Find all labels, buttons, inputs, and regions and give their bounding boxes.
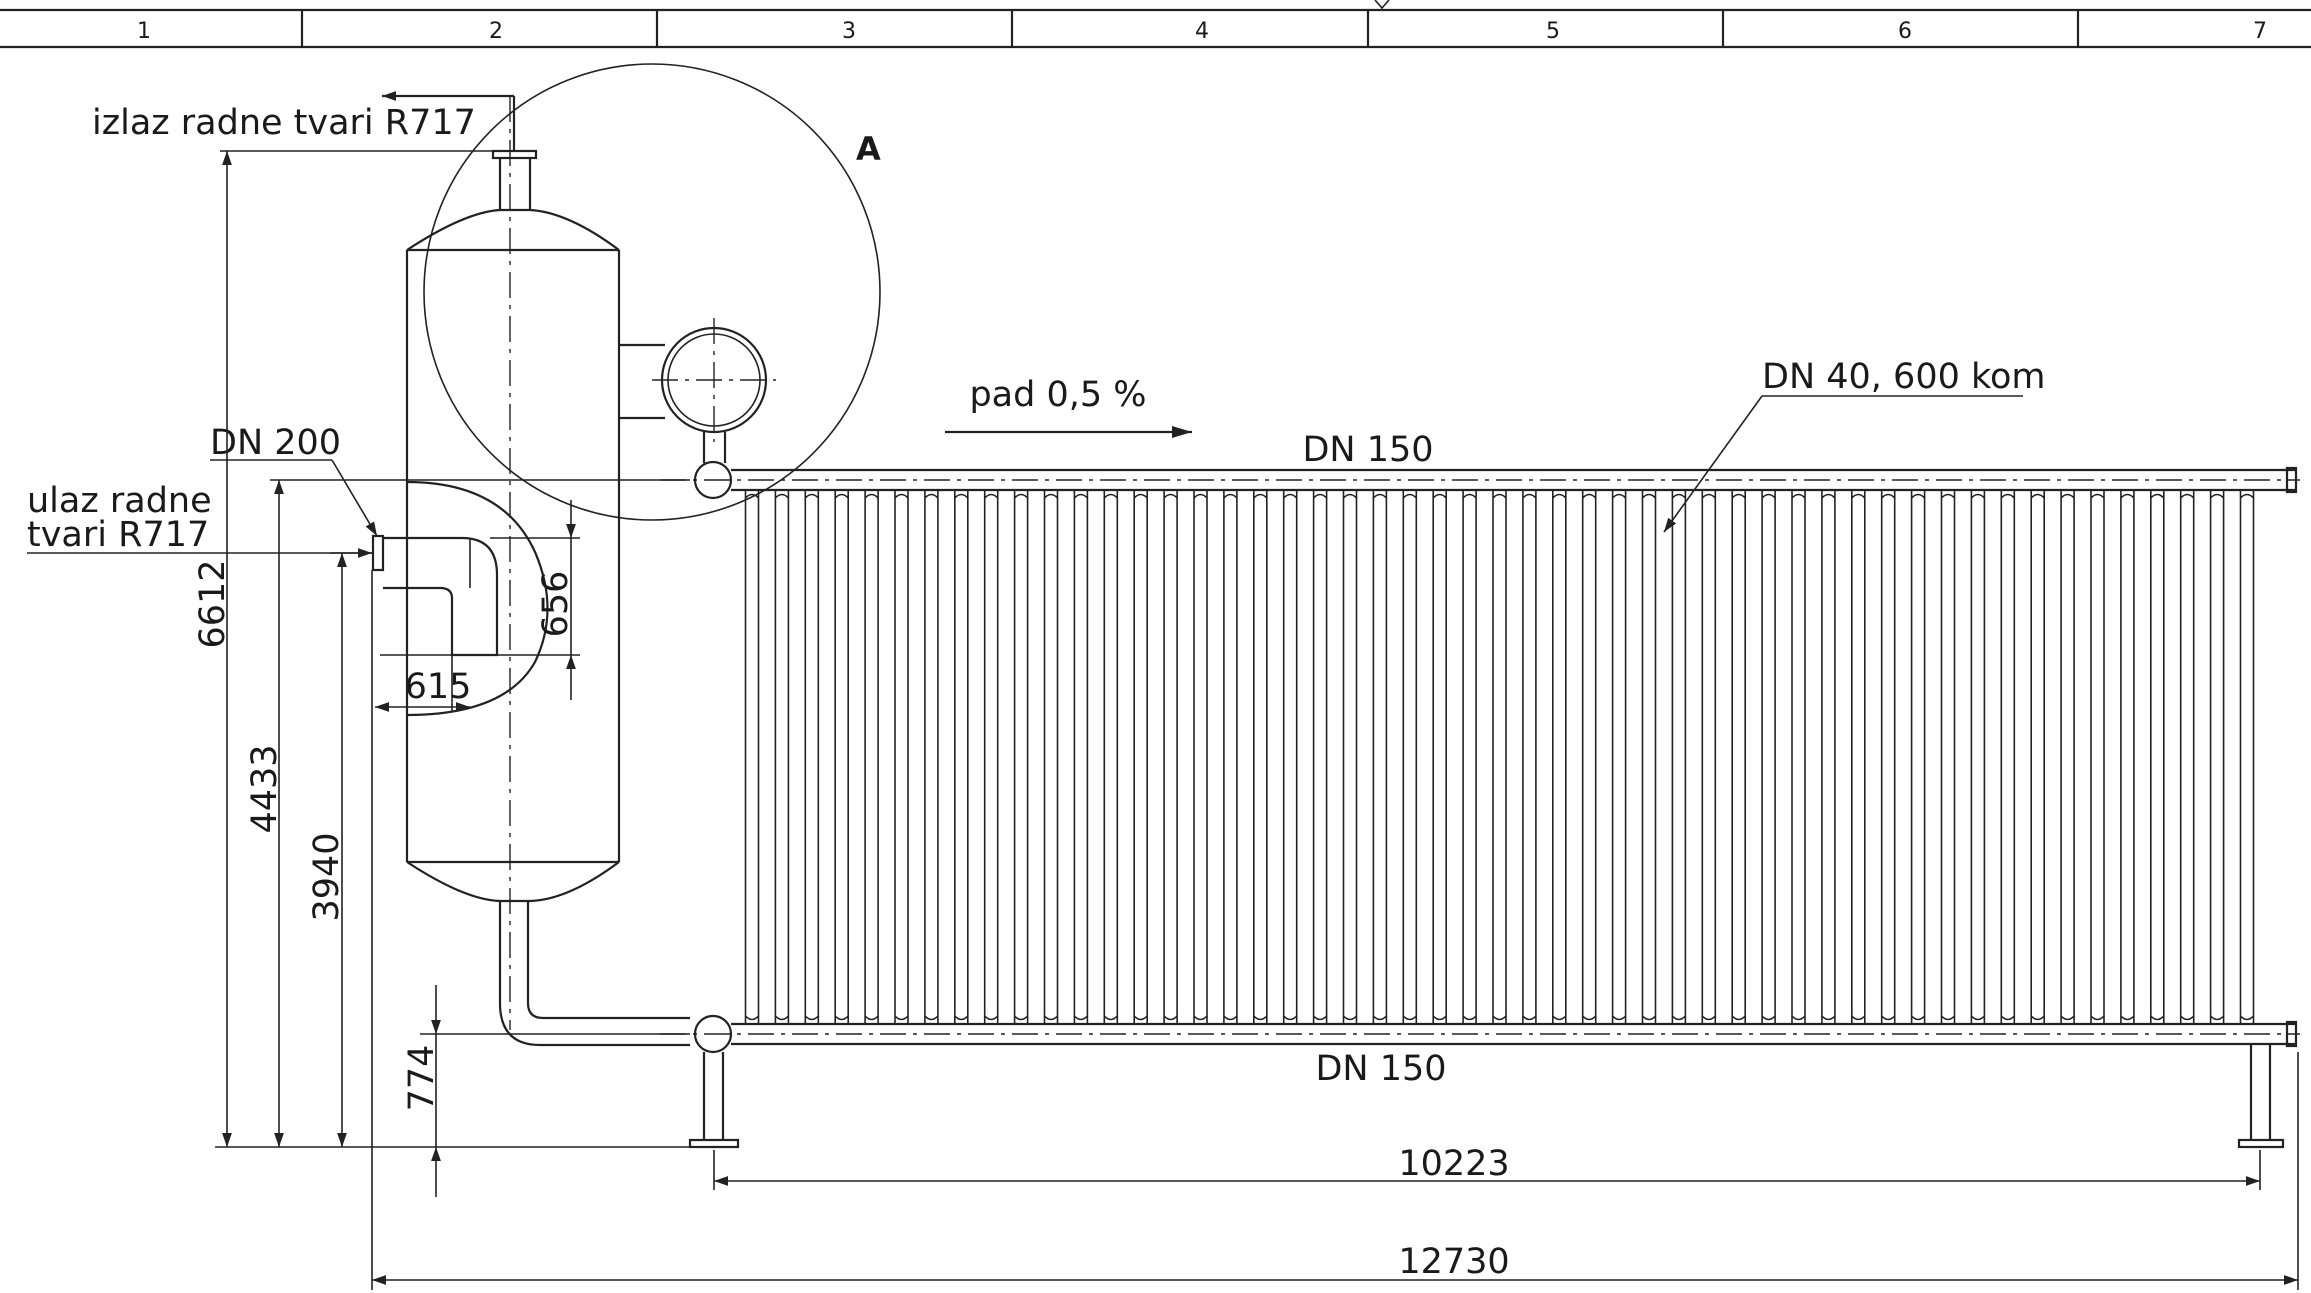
dim-inlet-nozzle-height: 3940 xyxy=(307,832,347,921)
tube xyxy=(1552,490,1567,1024)
inlet-label-line2: tvari R717 xyxy=(27,515,209,555)
tube xyxy=(1821,490,1836,1024)
tube xyxy=(774,490,790,1024)
tube xyxy=(1791,490,1806,1024)
tube xyxy=(1731,490,1746,1024)
outlet-label: izlaz radne tvari R717 xyxy=(92,103,476,143)
tube xyxy=(1013,490,1029,1024)
detail-mark: A xyxy=(856,130,881,168)
inlet-nozzle-label: DN 200 xyxy=(210,423,341,463)
tube xyxy=(1402,490,1418,1024)
inlet-callout: DN 200 ulaz radne tvari R717 xyxy=(27,423,378,558)
tube xyxy=(2120,490,2135,1024)
dim-inlet-height: 4433 xyxy=(245,744,285,833)
zone-label-2: 2 xyxy=(489,19,503,44)
dim-overall-height: 6612 xyxy=(193,559,233,648)
tube xyxy=(1253,490,1268,1024)
tube xyxy=(804,490,820,1024)
inlet-label-line1: ulaz radne xyxy=(27,481,212,521)
detail-a: A xyxy=(423,63,881,521)
tube xyxy=(1851,490,1866,1024)
tube xyxy=(2179,490,2195,1024)
tube xyxy=(1522,490,1537,1024)
bottom-header-pipe xyxy=(660,1014,2300,1054)
zone-label-4: 4 xyxy=(1195,19,1209,44)
tube xyxy=(2090,490,2105,1024)
tube xyxy=(1163,490,1178,1024)
tube xyxy=(1581,490,1597,1024)
dimension-lines: 6612 4433 3940 774 656 615 10223 12730 xyxy=(193,150,2299,1290)
zone-label-3: 3 xyxy=(842,19,856,44)
tube xyxy=(1342,490,1358,1024)
slope-indicator: pad 0,5 % xyxy=(945,375,1192,438)
dim-tube-field-length: 10223 xyxy=(1398,1144,1509,1184)
tube xyxy=(1073,490,1089,1024)
slope-label: pad 0,5 % xyxy=(969,375,1146,415)
tube xyxy=(1880,490,1896,1024)
tube xyxy=(744,490,760,1024)
tube xyxy=(834,490,850,1024)
right-support xyxy=(2237,1044,2285,1149)
dim-inner-pipe-width: 615 xyxy=(405,667,472,707)
top-header-label: DN 150 xyxy=(1302,430,1433,470)
tube xyxy=(1312,490,1328,1024)
dim-bottom-header-height: 774 xyxy=(402,1045,442,1112)
tube xyxy=(1970,490,1986,1024)
dim-overall-length: 12730 xyxy=(1398,1242,1509,1282)
tube xyxy=(1372,490,1388,1024)
tube xyxy=(1462,490,1477,1024)
tube xyxy=(2239,490,2255,1024)
dim-inner-pipe-height: 656 xyxy=(536,571,576,638)
tube xyxy=(1492,490,1507,1024)
tube xyxy=(1671,490,1687,1024)
tube xyxy=(2060,490,2075,1024)
tube xyxy=(1282,490,1298,1024)
zone-label-1: 1 xyxy=(137,19,151,44)
tube xyxy=(1940,490,1956,1024)
tube xyxy=(894,490,909,1024)
tube xyxy=(983,490,999,1024)
zone-label-7: 7 xyxy=(2253,19,2267,44)
tube xyxy=(1193,490,1208,1024)
tube xyxy=(2030,490,2045,1024)
left-support xyxy=(688,1052,740,1149)
tube xyxy=(1761,490,1776,1024)
tubes-label: DN 40, 600 kom xyxy=(1762,357,2046,397)
tube xyxy=(2209,490,2225,1024)
tubes-callout: DN 40, 600 kom xyxy=(1663,357,2046,533)
tube xyxy=(1103,490,1119,1024)
outlet-callout: izlaz radne tvari R717 xyxy=(92,91,516,151)
tube xyxy=(1701,490,1717,1024)
tube xyxy=(1043,490,1059,1024)
tube xyxy=(953,490,969,1024)
tube xyxy=(1641,490,1657,1024)
tube xyxy=(1611,490,1627,1024)
top-header-pipe xyxy=(660,460,2300,500)
zone-label-5: 5 xyxy=(1546,19,1560,44)
tube xyxy=(2150,490,2165,1024)
bottom-header-label: DN 150 xyxy=(1315,1049,1446,1089)
tube xyxy=(1910,490,1926,1024)
zone-label-6: 6 xyxy=(1898,19,1912,44)
tube xyxy=(1133,490,1148,1024)
tube xyxy=(1223,490,1238,1024)
separator-vessel xyxy=(371,96,776,1047)
zone-strip: 1 2 3 4 5 6 7 xyxy=(0,0,2311,49)
tube xyxy=(1432,490,1447,1024)
tube-bundle xyxy=(744,490,2255,1024)
tube xyxy=(2000,490,2016,1024)
tube xyxy=(924,490,939,1024)
tube xyxy=(864,490,879,1024)
